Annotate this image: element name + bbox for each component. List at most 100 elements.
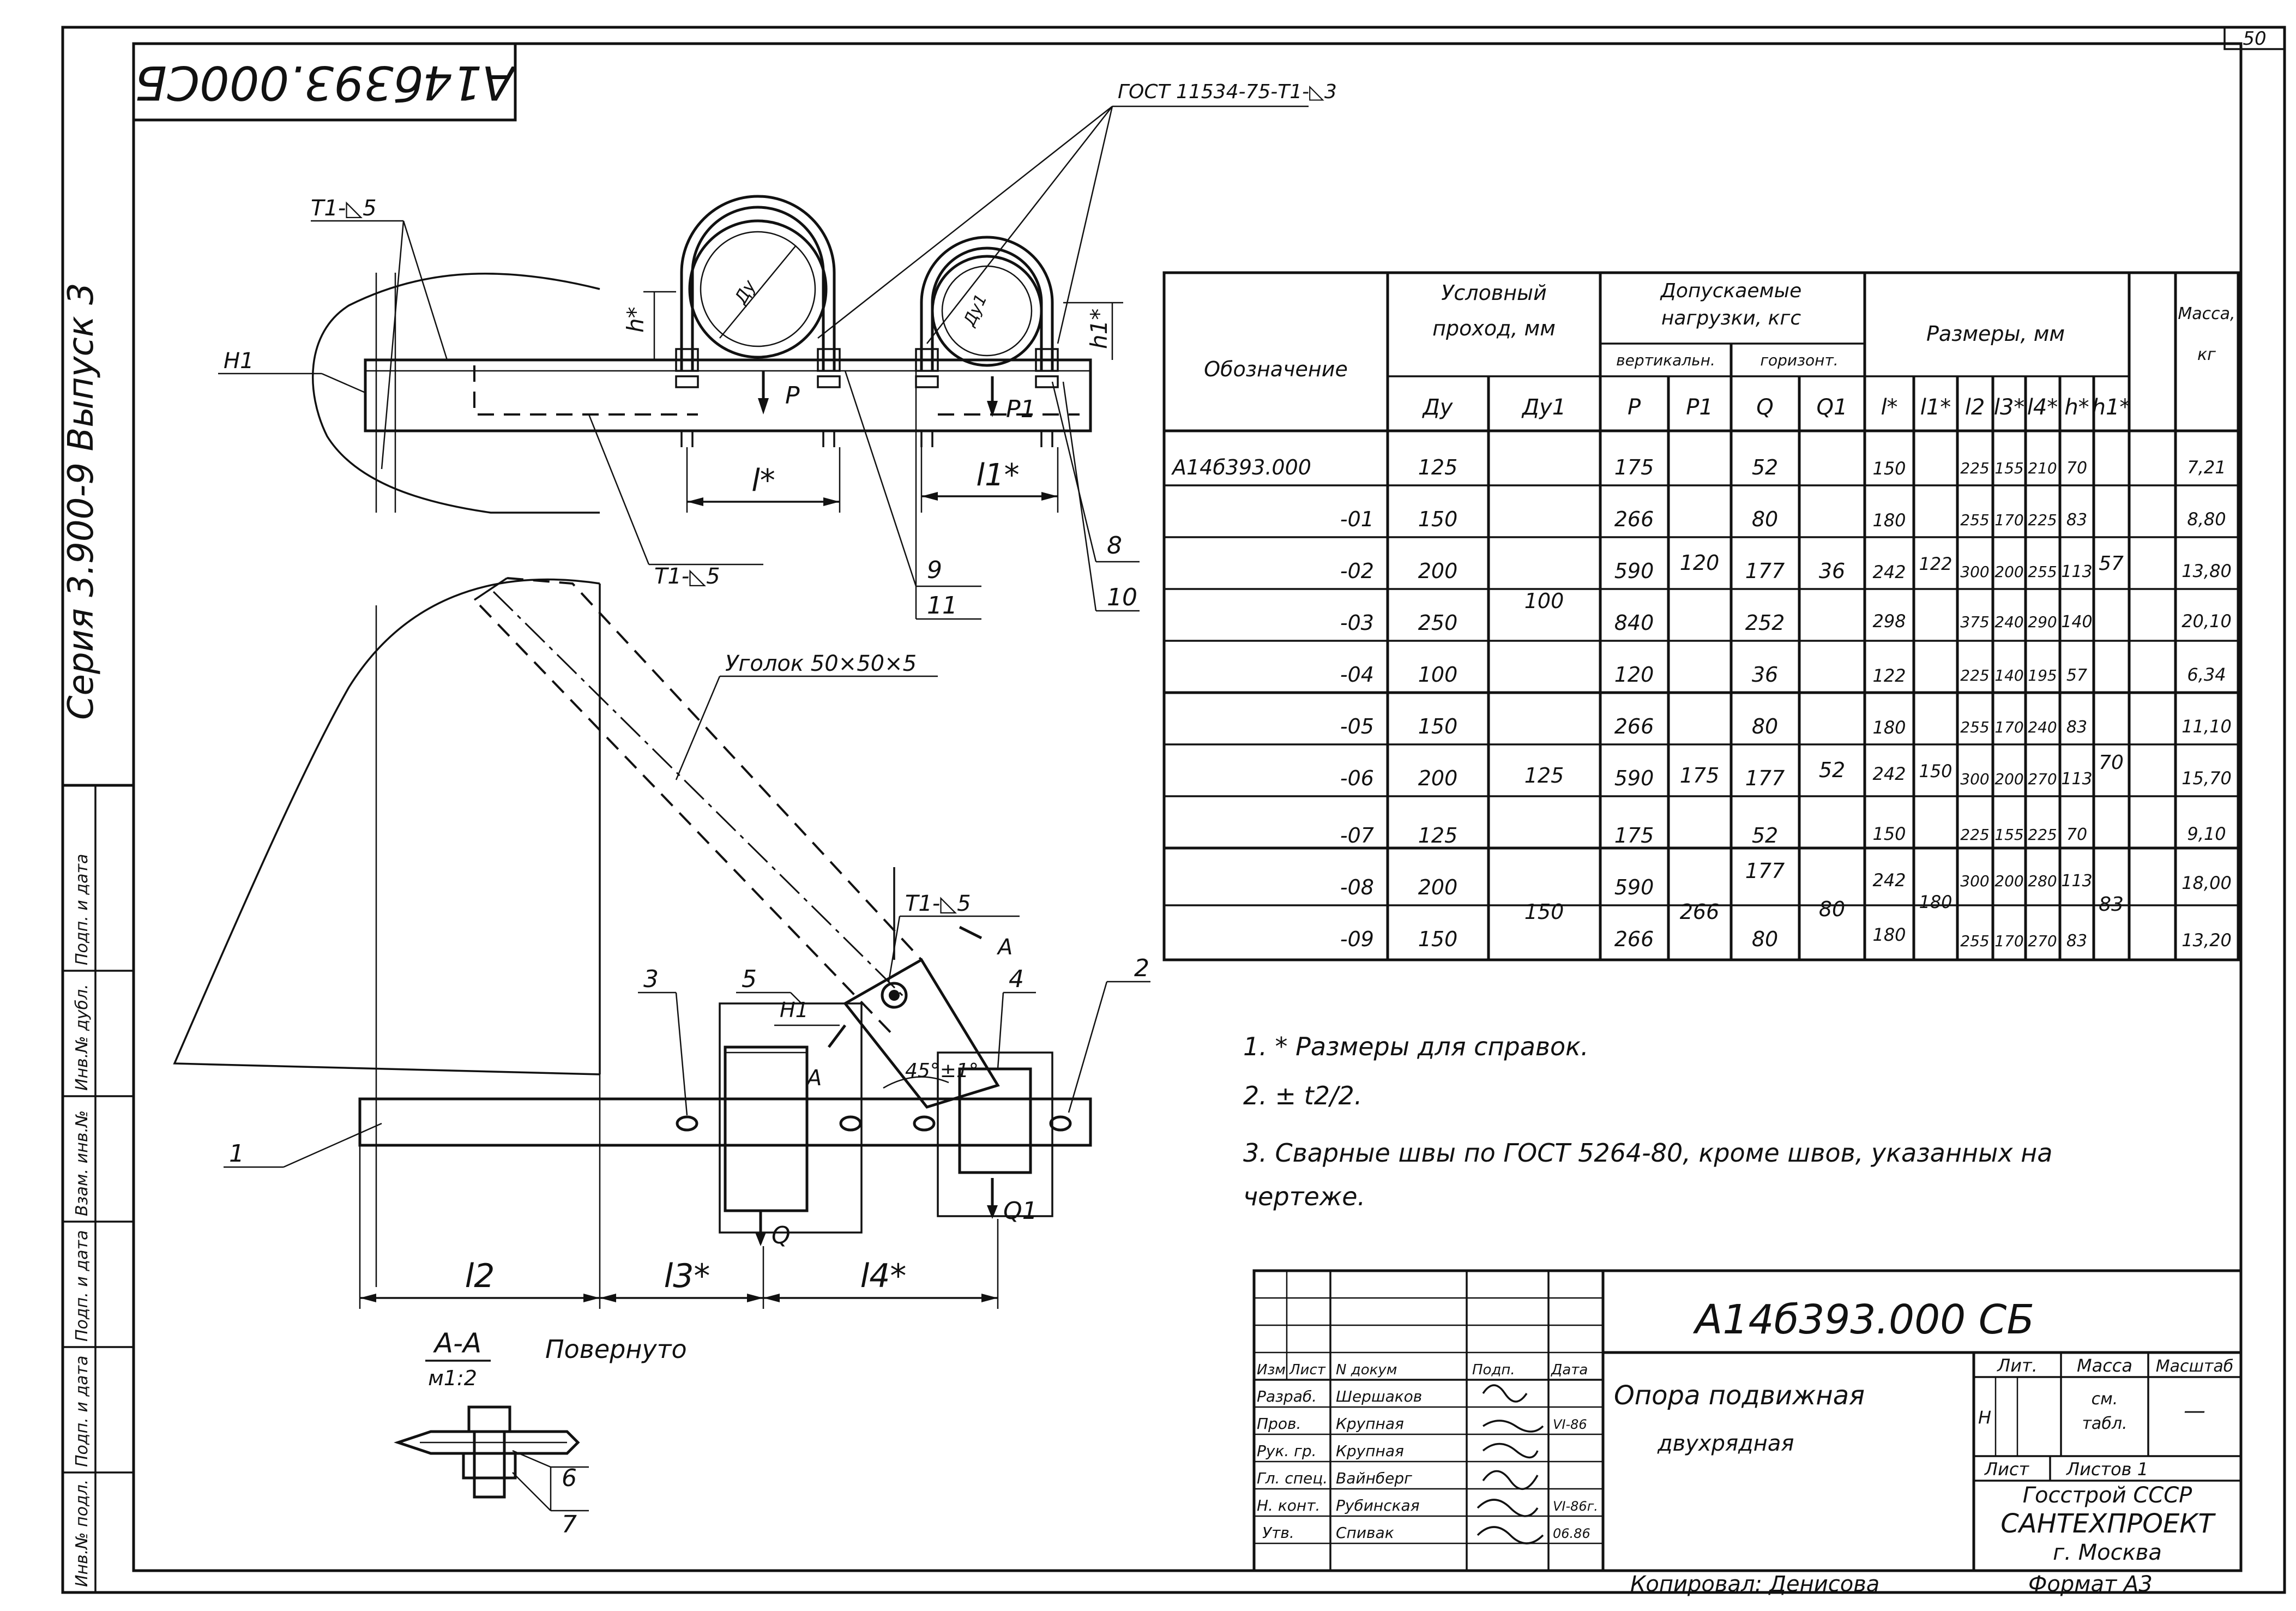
table-cell: 150 bbox=[1872, 458, 1906, 479]
table-cell: 177 bbox=[1745, 859, 1785, 883]
angle-bar-label: Уголок 50×50×5 bbox=[725, 651, 917, 676]
h1-group-2: 70 bbox=[2099, 752, 2124, 774]
l1-group-1: 122 bbox=[1919, 554, 1952, 574]
tb-name-6: Спивак bbox=[1336, 1524, 1394, 1542]
table-cell: 270 bbox=[2028, 770, 2057, 788]
margin-label-6: Инв.№ подл. bbox=[73, 1480, 92, 1587]
doc-title-2: двухрядная bbox=[1657, 1431, 1794, 1456]
col-l: l* bbox=[1881, 395, 1897, 420]
table-cell: 125 bbox=[1418, 823, 1458, 847]
table-cell: 15,70 bbox=[2181, 768, 2232, 789]
table-cell: 177 bbox=[1745, 559, 1785, 583]
table-cell: 210 bbox=[2028, 459, 2057, 477]
table-cell: 200 bbox=[1994, 872, 2023, 890]
col-p1: P1 bbox=[1686, 395, 1713, 420]
page-number-box bbox=[2223, 26, 2286, 50]
note-3: 3. Сварные швы по ГОСТ 5264-80, кроме шв… bbox=[1243, 1138, 2052, 1168]
col-h1: h1* bbox=[2092, 395, 2131, 420]
col-l2: l2 bbox=[1965, 395, 1985, 420]
table-cell: 590 bbox=[1614, 766, 1654, 790]
table-cell: 590 bbox=[1614, 559, 1654, 583]
col-p: P bbox=[1628, 395, 1641, 420]
hdr-nominal-1: Условный bbox=[1441, 281, 1547, 305]
table-cell: 298 bbox=[1872, 611, 1906, 632]
weld-t1-bottom: Т1-◺5 bbox=[654, 564, 720, 589]
note-2: 2. ± t2/2. bbox=[1243, 1081, 1362, 1110]
gost-callout: ГОСТ 11534-75-Т1-◺3 bbox=[1118, 81, 1337, 103]
table-cell: 225 bbox=[2028, 826, 2057, 844]
table-cell: 150 bbox=[1872, 823, 1906, 844]
angle-label: 45°±1° bbox=[905, 1060, 979, 1082]
table-cell: 11,10 bbox=[2181, 716, 2232, 737]
col-l-values: 150 180 242 298 122 180 242 150 242 180 bbox=[1872, 458, 1906, 945]
col-mass-values: 7,21 8,80 13,80 20,10 6,34 11,10 15,70 9… bbox=[2181, 457, 2232, 951]
table-cell: 200 bbox=[1418, 766, 1458, 790]
stamp-code: А14б393.000СБ bbox=[135, 55, 517, 110]
load-q: Q bbox=[772, 1222, 791, 1249]
du1-group-3: 150 bbox=[1524, 900, 1564, 924]
table-cell: 57 bbox=[2066, 666, 2087, 685]
hdr-vertical: вертикальн. bbox=[1616, 351, 1715, 369]
callout-2: 2 bbox=[1134, 954, 1149, 982]
table-cell: 255 bbox=[1960, 511, 1989, 529]
q1-group-2: 52 bbox=[1819, 758, 1845, 782]
tb-date-6: 06.86 bbox=[1553, 1526, 1590, 1541]
tb-hdr-izm: Изм bbox=[1257, 1362, 1286, 1378]
tb-name-1: Шершаков bbox=[1336, 1387, 1422, 1405]
section-a-lower: А bbox=[805, 1066, 822, 1091]
tb-role-2: Пров. bbox=[1257, 1415, 1301, 1433]
stamp-box bbox=[132, 42, 517, 122]
tb-role-6: Утв. bbox=[1262, 1524, 1294, 1542]
hdr-loads-1: Допускаемые bbox=[1660, 280, 1801, 302]
dim-h1: h1* bbox=[1086, 309, 1112, 349]
h1-group-1: 57 bbox=[2099, 552, 2124, 575]
hdr-horizontal: горизонт. bbox=[1760, 351, 1838, 369]
col-q: Q bbox=[1756, 395, 1773, 420]
tb-date-5: VI-86г. bbox=[1553, 1499, 1598, 1514]
title-block: А14б393.000 СБ Опора подвижная двухрядна… bbox=[1252, 1269, 2243, 1572]
table-cell: 140 bbox=[1994, 666, 2023, 684]
table-cell: 175 bbox=[1614, 823, 1654, 847]
du1-group-1: 100 bbox=[1524, 589, 1564, 613]
margin-label-1: Подп. и дата bbox=[73, 854, 92, 965]
hdr-sizes: Размеры, мм bbox=[1926, 322, 2065, 346]
table-cell: 200 bbox=[1994, 563, 2023, 581]
section-scale: м1:2 bbox=[428, 1366, 477, 1390]
table-cell: 200 bbox=[1418, 875, 1458, 899]
table-cell: 13,80 bbox=[2181, 561, 2232, 581]
l1-group-3: 180 bbox=[1919, 892, 1952, 912]
table-cell: 20,10 bbox=[2181, 611, 2232, 632]
table-cell: 155 bbox=[1994, 459, 2023, 477]
cell: -02 bbox=[1340, 559, 1374, 583]
load-p: P bbox=[785, 382, 800, 410]
table-cell: 52 bbox=[1752, 823, 1778, 847]
table-cell: 266 bbox=[1614, 714, 1654, 738]
series-label: Серия 3.900-9 Выпуск 3 bbox=[61, 282, 101, 720]
table-cell: 242 bbox=[1872, 562, 1906, 582]
col-l4-values: 210 225 255 290 195 240 270 225 280 270 bbox=[2028, 459, 2057, 950]
table-cell: 242 bbox=[1872, 870, 1906, 891]
table-cell: 175 bbox=[1614, 455, 1654, 479]
callout-6: 6 bbox=[562, 1464, 577, 1492]
col-designations: А14б393.000 -01 -02 -03 -04 -05 -06 -07 … bbox=[1171, 455, 1374, 951]
doc-title-1: Опора подвижная bbox=[1614, 1380, 1865, 1411]
cell: -06 bbox=[1340, 766, 1374, 790]
doc-code: А14б393.000 СБ bbox=[1693, 1296, 2034, 1343]
tb-scale-val: — bbox=[2184, 1398, 2205, 1423]
margin-label-2: Инв.№ дубл. bbox=[73, 984, 92, 1091]
hdr-mass-1: Масса, bbox=[2178, 304, 2235, 323]
table-cell: 170 bbox=[1994, 932, 2023, 950]
p1-group-1: 120 bbox=[1680, 551, 1720, 575]
col-l3: l3* bbox=[1994, 395, 2025, 420]
col-l4: l4* bbox=[2027, 395, 2058, 420]
callout-1: 1 bbox=[229, 1140, 244, 1168]
cell: А14б393.000 bbox=[1171, 455, 1311, 479]
table-cell: 225 bbox=[1960, 666, 1989, 684]
tb-hdr-doc: N докум bbox=[1336, 1362, 1397, 1378]
page-number: 50 bbox=[2243, 28, 2266, 50]
section-title: А-А bbox=[433, 1327, 481, 1359]
cell: -05 bbox=[1340, 714, 1374, 738]
tb-sheets: Листов 1 bbox=[2066, 1459, 2148, 1480]
margin-label-4: Подп. и дата bbox=[73, 1230, 92, 1342]
